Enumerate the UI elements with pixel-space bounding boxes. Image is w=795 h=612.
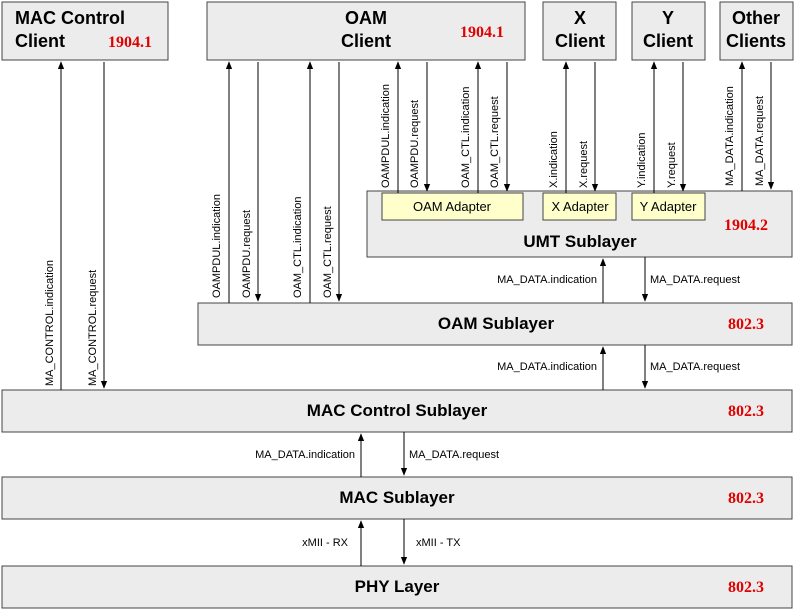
ma-control-indication-label: MA_CONTROL.indication <box>44 260 56 386</box>
y-indication-label: Y.indication <box>636 133 648 188</box>
oam-ctl-indication-label: OAM_CTL.indication <box>292 197 304 299</box>
x-client-title-line2: Client <box>555 31 605 51</box>
xmii-tx-label: xMII - TX <box>416 537 461 549</box>
y-adapter-box: Y Adapter <box>631 192 706 221</box>
adapter-oam-ctl-indication-label: OAM_CTL.indication <box>460 87 472 189</box>
umt-ma-data-request-label: MA_DATA.request <box>650 274 740 286</box>
x-client-box: X Client <box>542 1 617 61</box>
oam-client-title-line1: OAM <box>345 8 387 28</box>
other-ma-data-indication-label: MA_DATA.indication <box>724 86 736 186</box>
oam-ma-data-indication-label: MA_DATA.indication <box>497 361 597 373</box>
mac-control-client-title-line1: MAC Control <box>15 8 125 28</box>
other-clients-title-line1: Other <box>732 8 780 28</box>
mac-sublayer-standard: 802.3 <box>728 490 764 507</box>
x-adapter-box: X Adapter <box>542 192 617 221</box>
y-request-label: Y.request <box>666 142 678 188</box>
x-indication-label: X.indication <box>548 131 560 188</box>
other-clients-box: Other Clients <box>719 1 794 61</box>
x-request-label: X.request <box>578 141 590 188</box>
oam-ctl-request-label: OAM_CTL.request <box>322 206 334 298</box>
phy-layer-label: PHY Layer <box>355 577 440 596</box>
mac-control-sublayer-standard: 802.3 <box>728 403 764 420</box>
oampdu-indication-label: OAMPDUL.indication <box>211 194 223 298</box>
y-client-title-line1: Y <box>662 8 674 28</box>
umt-sublayer-standard: 1904.2 <box>724 217 768 234</box>
adapter-oampdu-request-label: OAMPDU.request <box>409 100 421 188</box>
umt-sublayer-label: UMT Sublayer <box>523 232 637 251</box>
y-adapter-label: Y Adapter <box>640 199 698 214</box>
mac-sublayer-box: MAC Sublayer 802.3 <box>1 476 793 520</box>
umt-ma-data-indication-label: MA_DATA.indication <box>497 274 597 286</box>
oam-sublayer-label: OAM Sublayer <box>438 314 555 333</box>
x-client-title-line1: X <box>574 8 586 28</box>
y-client-title-line2: Client <box>643 31 693 51</box>
x-adapter-label: X Adapter <box>551 199 609 214</box>
mac-control-sublayer-box: MAC Control Sublayer 802.3 <box>1 389 793 433</box>
mac-control-client-standard: 1904.1 <box>108 34 152 51</box>
oam-sublayer-standard: 802.3 <box>728 316 764 333</box>
oam-client-title-line2: Client <box>341 31 391 51</box>
macctl-ma-data-request-label: MA_DATA.request <box>409 449 499 461</box>
phy-layer-box: PHY Layer 802.3 <box>1 565 793 609</box>
oam-adapter-label: OAM Adapter <box>413 199 492 214</box>
oampdu-request-label: OAMPDU.request <box>241 210 253 298</box>
oam-ma-data-request-label: MA_DATA.request <box>650 361 740 373</box>
adapter-oam-ctl-request-label: OAM_CTL.request <box>489 96 501 188</box>
mac-control-sublayer-label: MAC Control Sublayer <box>307 401 488 420</box>
ma-control-request-label: MA_CONTROL.request <box>87 270 99 386</box>
adapter-oampdu-indication-label: OAMPDUL.indication <box>380 84 392 188</box>
oam-client-box: OAM Client 1904.1 <box>206 1 526 61</box>
macctl-ma-data-indication-label: MA_DATA.indication <box>255 449 355 461</box>
mac-sublayer-label: MAC Sublayer <box>339 488 455 507</box>
other-clients-title-line2: Clients <box>726 31 786 51</box>
mac-control-client-box: MAC Control Client 1904.1 <box>1 1 169 61</box>
oam-client-standard: 1904.1 <box>460 24 504 41</box>
other-ma-data-request-label: MA_DATA.request <box>754 96 766 186</box>
mac-control-client-title-line2: Client <box>15 31 65 51</box>
oam-adapter-box: OAM Adapter <box>381 192 524 221</box>
xmii-rx-label: xMII - RX <box>302 537 348 549</box>
oam-sublayer-box: OAM Sublayer 802.3 <box>197 302 793 346</box>
phy-layer-standard: 802.3 <box>728 579 764 596</box>
y-client-box: Y Client <box>631 1 706 61</box>
